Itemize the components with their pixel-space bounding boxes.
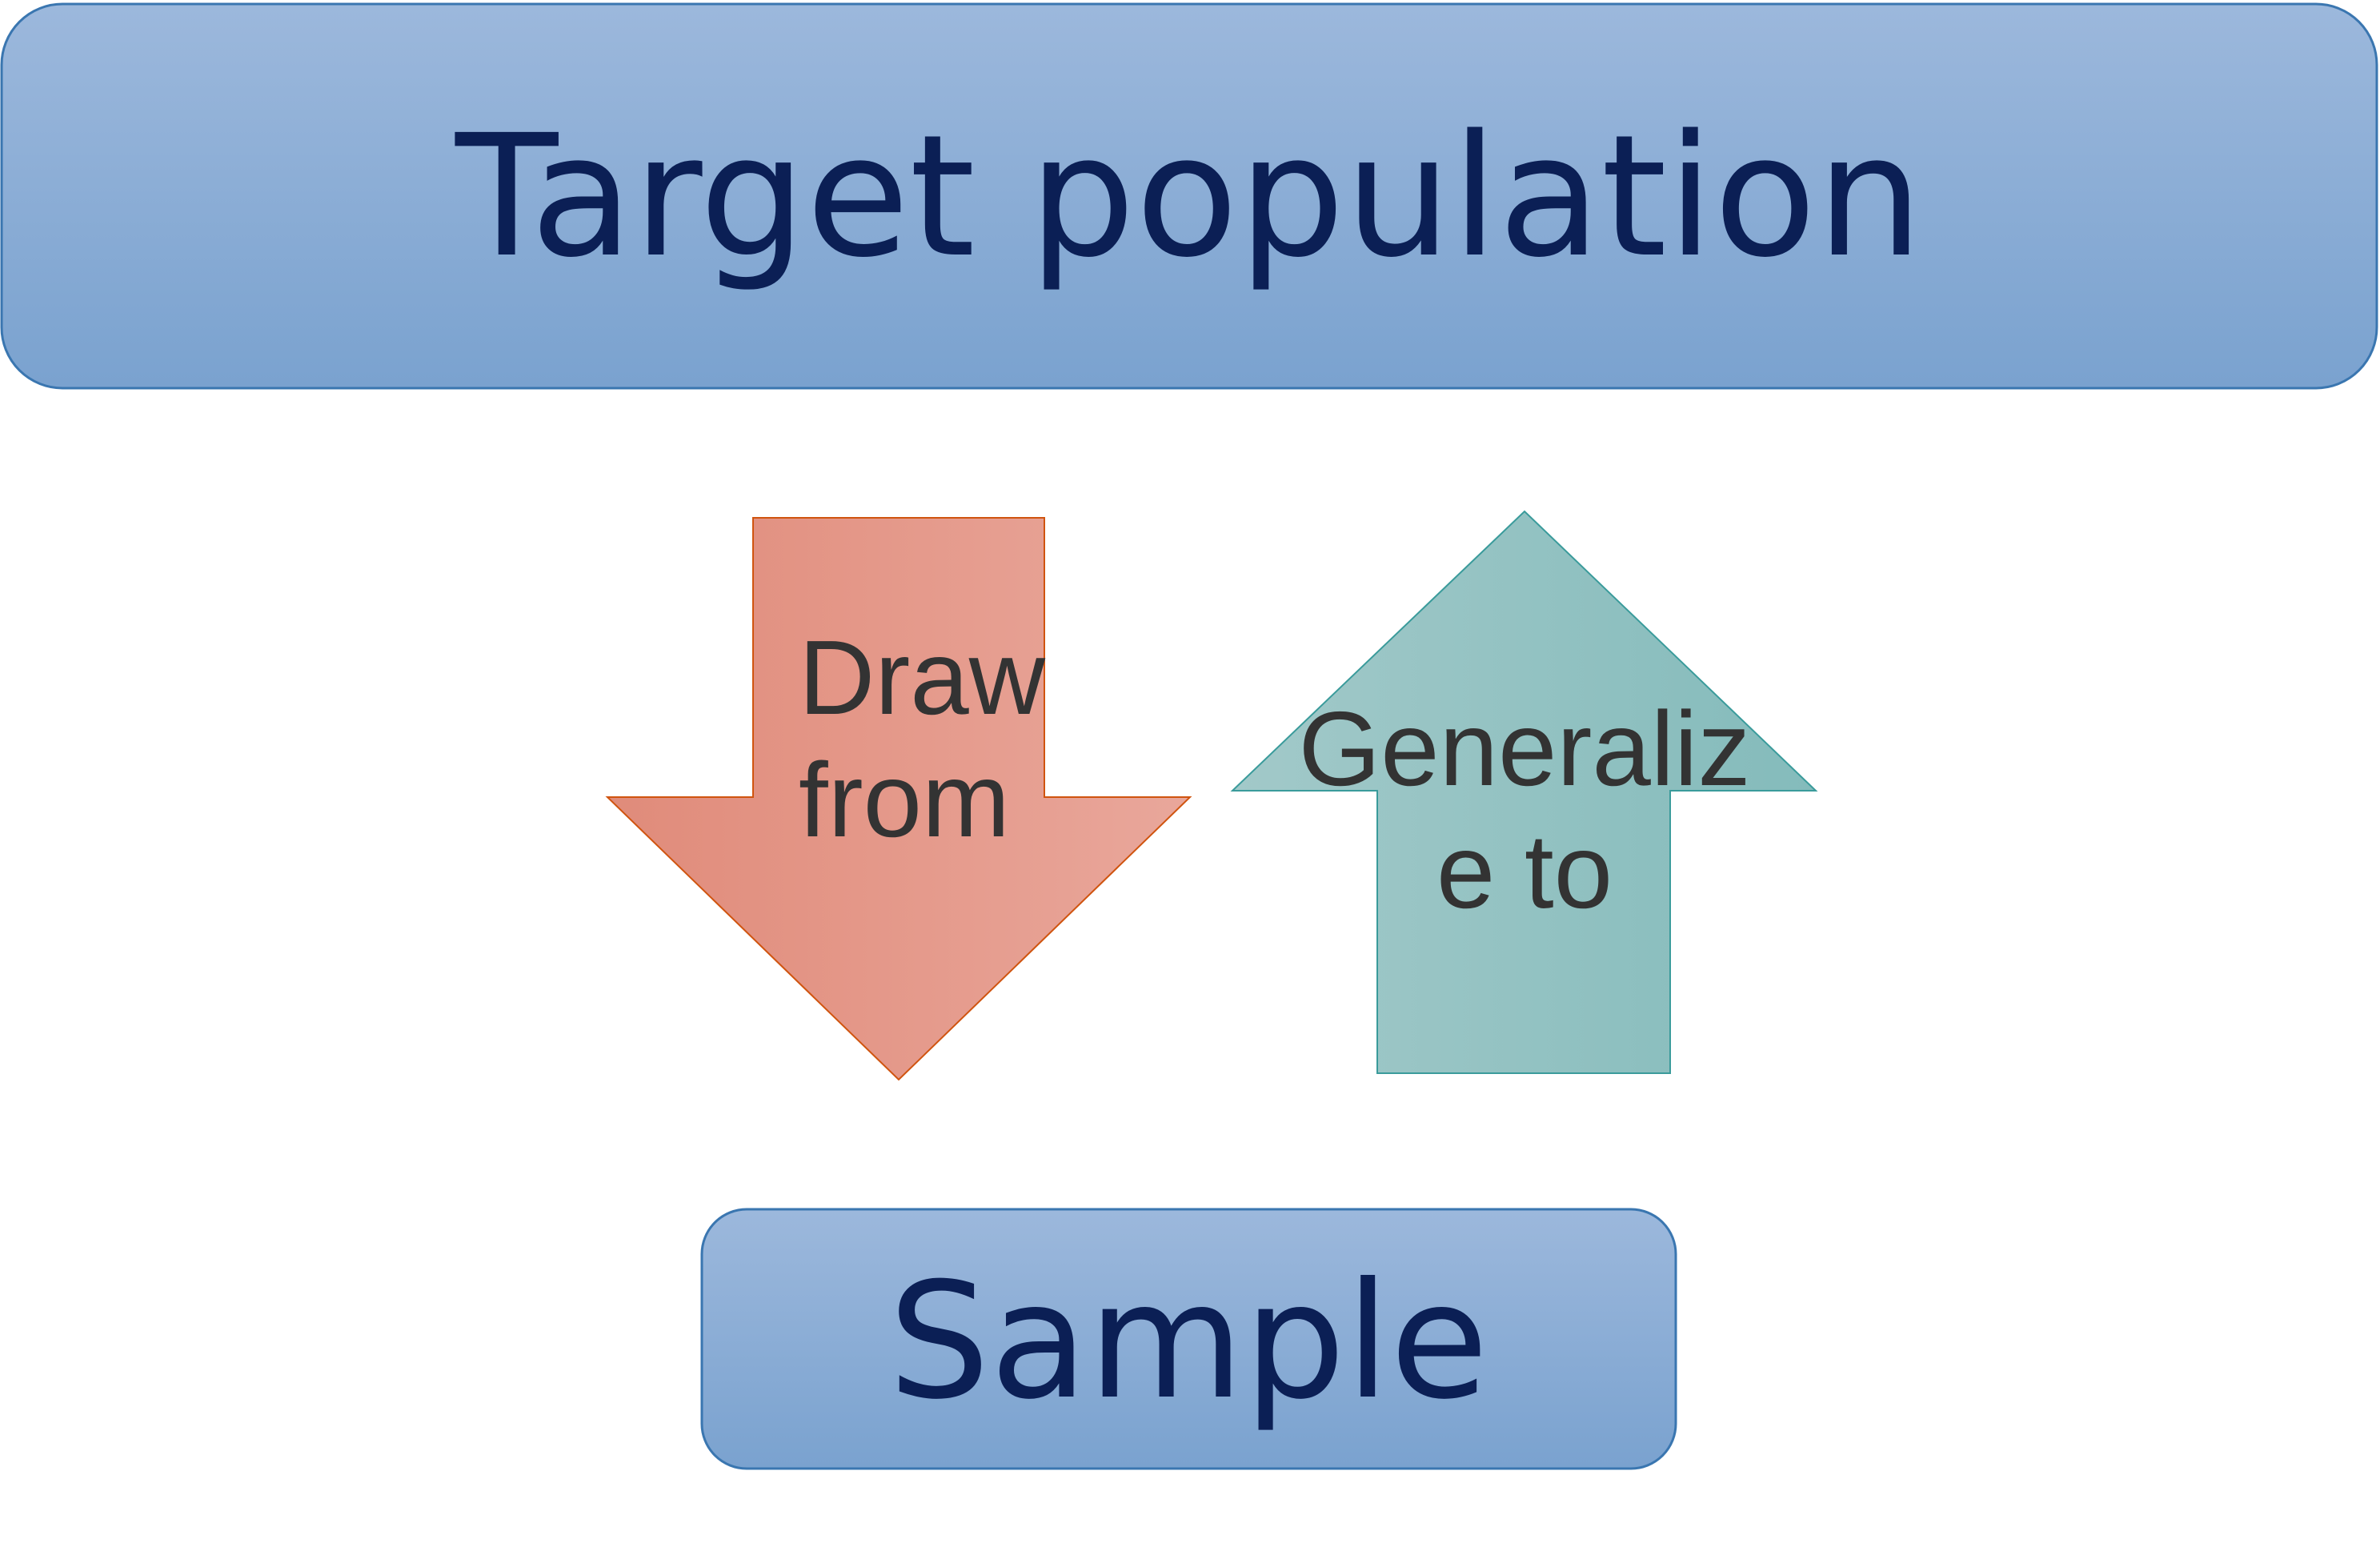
target-population-label: Target population <box>455 98 1923 295</box>
sample-label: Sample <box>888 1248 1489 1435</box>
draw-from-line-1: Draw <box>799 619 1046 736</box>
target-population-box: Target population <box>0 2 2378 390</box>
generalize-to-line-1: Generaliz <box>1299 690 1751 808</box>
generalize-to-line-2: e to <box>1436 812 1613 930</box>
sample-box: Sample <box>700 1208 1677 1470</box>
draw-from-line-2: from <box>799 741 1010 859</box>
draw-from-arrow: Draw from <box>605 517 1192 1081</box>
generalize-to-arrow: Generaliz e to <box>1230 510 1818 1074</box>
